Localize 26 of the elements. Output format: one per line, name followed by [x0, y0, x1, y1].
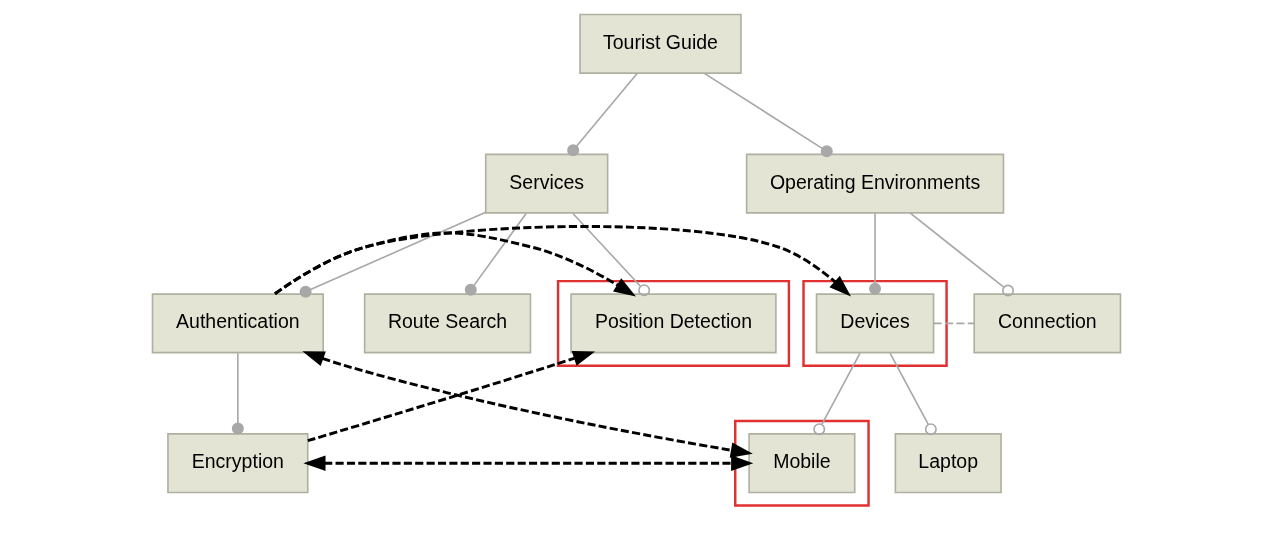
node-box: Route Search	[363, 293, 531, 354]
node-box: Laptop	[894, 433, 1002, 494]
node-box: Connection	[972, 293, 1121, 354]
node-box: Tourist Guide	[578, 13, 742, 74]
node-box: Devices	[815, 293, 934, 354]
connector	[909, 212, 1014, 297]
arrow	[302, 455, 753, 471]
node-box: Position Detection	[569, 293, 777, 354]
connector	[299, 211, 486, 298]
connector	[703, 72, 833, 158]
connector	[932, 322, 975, 325]
node-box: Authentication	[151, 293, 324, 354]
arrow	[273, 231, 636, 297]
connector	[464, 212, 527, 296]
node-box: Services	[484, 153, 608, 214]
arrow	[306, 351, 595, 443]
connector	[231, 352, 244, 435]
connector	[868, 212, 881, 295]
connector	[571, 212, 650, 297]
node-box: Encryption	[166, 433, 309, 494]
node-box: Mobile	[747, 433, 856, 494]
connector	[566, 72, 638, 157]
arrow	[273, 225, 851, 297]
node-box: Operating Environments	[745, 153, 1004, 214]
arrow	[301, 351, 753, 458]
cluster	[733, 419, 870, 507]
